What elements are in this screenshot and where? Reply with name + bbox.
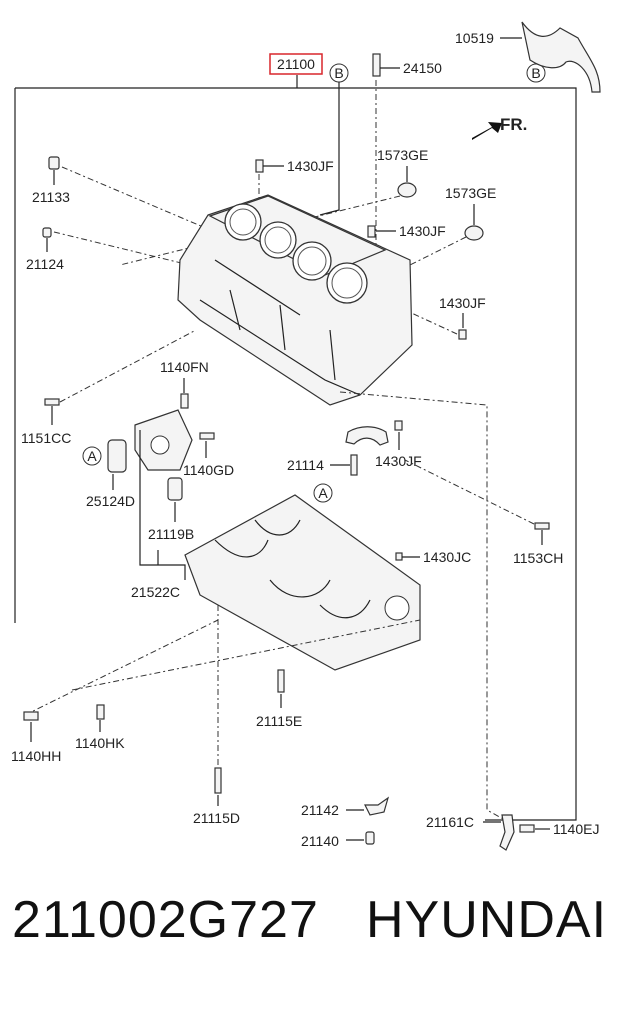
- label-21115d: 21115D: [193, 810, 240, 826]
- gasket-icon: [107, 439, 127, 473]
- dash-guide-left-2: [71, 619, 421, 691]
- label-21115e: 21115E: [256, 713, 302, 729]
- plug-1430jf-right-icon: [458, 329, 467, 340]
- bracket-21522c-leader: [139, 430, 186, 580]
- plug-1430jc-icon: [395, 552, 403, 561]
- ref-a-circle-left: [82, 446, 102, 466]
- label-1140hk: 1140HK: [75, 735, 125, 751]
- pin-21124-icon: [42, 227, 52, 238]
- label-21124: 21124: [26, 256, 64, 272]
- bolt-1140ej-icon: [519, 824, 535, 833]
- plug-1430jf-top-icon: [255, 159, 264, 173]
- dash-1153ch: [404, 459, 535, 525]
- plug-1430jf-mid-icon: [367, 225, 376, 238]
- front-direction-label: FR.: [500, 115, 527, 134]
- lower-crankcase-icon: [184, 494, 421, 671]
- plug-1430jf-low-icon: [394, 420, 403, 431]
- assembly-frame: [14, 87, 577, 821]
- bolt-1140fn-icon: [180, 393, 189, 409]
- label-21119b: 21119B: [148, 526, 194, 542]
- jet-21142-icon: [364, 796, 390, 816]
- part-number: 211002G727: [12, 891, 319, 949]
- label-25124d: 25124D: [86, 493, 135, 509]
- bolt-1140gd-icon: [199, 432, 215, 440]
- label-1140gd: 1140GD: [183, 462, 234, 478]
- bearing-shell-icon: [521, 21, 601, 93]
- dash-1151cc: [59, 329, 197, 403]
- label-1430jf-low: 1430JF: [375, 453, 422, 469]
- dash-21133: [61, 166, 216, 233]
- highlight-box: [269, 53, 323, 75]
- dash-1430jf-right: [404, 309, 458, 335]
- label-10519: 10519: [455, 30, 494, 46]
- bolt-1140hk-icon: [96, 704, 105, 720]
- label-1573ge-1: 1573GE: [377, 147, 428, 163]
- bolt-1151cc-icon: [44, 398, 60, 406]
- label-1140fn: 1140FN: [160, 359, 209, 375]
- dash-21124: [53, 231, 211, 271]
- ref-b-label-top: B: [334, 65, 343, 81]
- dash-guide-right: [339, 391, 506, 821]
- bearing-cap-icon: [345, 426, 389, 446]
- label-1430jc: 1430JC: [423, 549, 471, 565]
- label-1573ge-2: 1573GE: [445, 185, 496, 201]
- ref-b-label-right: B: [531, 65, 540, 81]
- bolt-21140-icon: [365, 831, 375, 845]
- label-1140ej: 1140EJ: [553, 821, 599, 837]
- label-21522c: 21522C: [131, 584, 180, 600]
- ref-a-label-left: A: [87, 448, 97, 464]
- bolt-21115d-icon: [214, 767, 222, 794]
- ref-a-label-right: A: [318, 485, 328, 501]
- bolt-1153ch-icon: [534, 522, 550, 530]
- label-24150: 24150: [403, 60, 442, 76]
- label-1430jf-mid: 1430JF: [399, 223, 446, 239]
- label-21114: 21114: [287, 457, 324, 473]
- filter-housing-icon: [134, 409, 193, 471]
- plug-21119b-icon: [167, 477, 183, 501]
- label-21133: 21133: [32, 189, 70, 205]
- label-1140hh: 1140HH: [11, 748, 61, 764]
- label-1430jf-top: 1430JF: [287, 158, 334, 174]
- highlighted-part-label: 21100: [277, 56, 315, 72]
- cap-1573ge-2-icon: [464, 225, 484, 241]
- caption-footer: 211002G727 HYUNDAI: [0, 890, 620, 990]
- bolt-1140hh-icon: [23, 711, 39, 721]
- plug-21133-icon: [48, 156, 60, 170]
- label-1430jf-right: 1430JF: [439, 295, 486, 311]
- label-21140: 21140: [301, 833, 339, 849]
- bolt-21114-icon: [350, 454, 358, 476]
- ref-b-leader: [319, 82, 340, 216]
- front-arrow-icon: [472, 122, 502, 140]
- cylinder-block-icon: [177, 194, 413, 406]
- label-21142: 21142: [301, 802, 339, 818]
- cap-1573ge-1-icon: [397, 182, 417, 198]
- dowel-icon: [372, 53, 381, 77]
- bolt-21115e-icon: [277, 669, 285, 693]
- dash-guide-left-1: [24, 619, 219, 716]
- dash-1573ge-2: [409, 236, 467, 266]
- exploded-parts-diagram: 21100 B B 10519 24150 FR. 21133 21124 14…: [11, 21, 601, 851]
- bracket-21161c-icon: [499, 814, 515, 851]
- brand-name: HYUNDAI: [366, 891, 608, 949]
- label-21161c: 21161C: [426, 814, 474, 830]
- label-1153ch: 1153CH: [513, 550, 563, 566]
- ref-a-circle-right: [313, 483, 333, 503]
- label-1151cc: 1151CC: [21, 430, 71, 446]
